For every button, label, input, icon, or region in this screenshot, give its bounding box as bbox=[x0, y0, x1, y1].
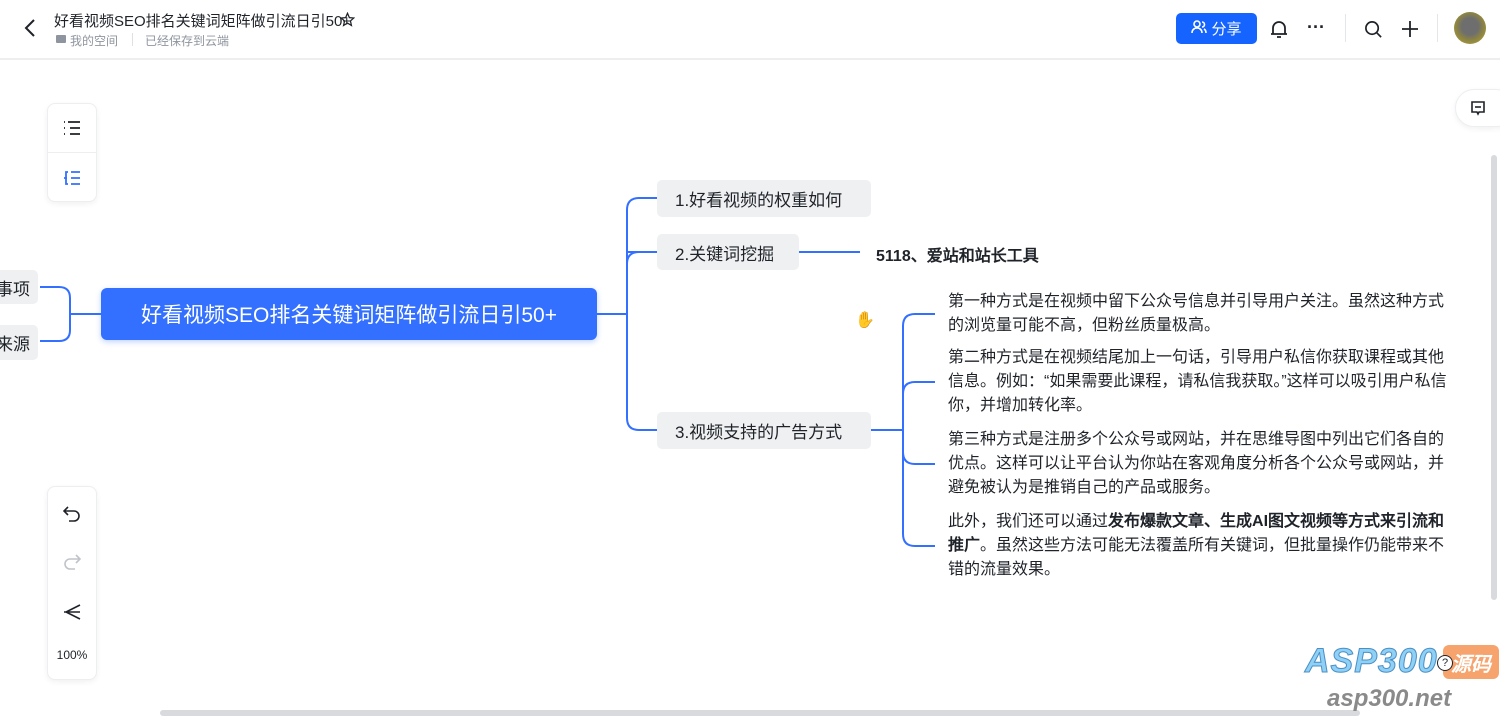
zoom-level[interactable]: 100% bbox=[56, 648, 88, 662]
left-node-2[interactable]: 来源 bbox=[0, 325, 38, 360]
bell-icon[interactable] bbox=[1268, 18, 1290, 40]
watermark-url: asp300.net bbox=[1327, 685, 1452, 712]
undo-icon[interactable] bbox=[48, 499, 96, 529]
branch-node-3[interactable]: 3.视频支持的广告方式 bbox=[657, 412, 871, 449]
watermark-tag: 源码 bbox=[1443, 645, 1499, 679]
vertical-scrollbar[interactable] bbox=[1491, 155, 1497, 600]
central-topic[interactable]: 好看视频SEO排名关键词矩阵做引流日引50+ bbox=[101, 288, 597, 340]
top-bar: 好看视频SEO排名关键词矩阵做引流日引50+ 我的空间 已经保存到云端 分享 ·… bbox=[0, 0, 1500, 60]
canvas-toolbar: 100% bbox=[47, 486, 97, 680]
horizontal-scrollbar[interactable] bbox=[160, 710, 1360, 716]
document-title[interactable]: 好看视频SEO排名关键词矩阵做引流日引50+ bbox=[54, 13, 352, 30]
mindmap-view-icon[interactable] bbox=[48, 153, 96, 202]
share-label: 分享 bbox=[1211, 21, 1242, 38]
search-icon[interactable] bbox=[1362, 18, 1384, 40]
help-icon[interactable]: ? bbox=[1437, 655, 1453, 671]
avatar[interactable] bbox=[1454, 12, 1486, 44]
save-status: 已经保存到云端 bbox=[145, 34, 230, 48]
divider bbox=[132, 33, 133, 46]
back-icon[interactable] bbox=[20, 16, 40, 40]
watermark-logo: ASP300 bbox=[1305, 642, 1438, 681]
text: 。虽然这些方法可能无法覆盖所有关键词，但批量操作仍能带来不错的流量效果。 bbox=[948, 537, 1445, 578]
users-icon bbox=[1191, 19, 1208, 38]
redo-icon[interactable] bbox=[48, 547, 96, 577]
share-button[interactable]: 分享 bbox=[1176, 13, 1257, 44]
folder-icon bbox=[56, 35, 66, 43]
outline-view-icon[interactable] bbox=[48, 104, 96, 153]
bold-text: 发布爆款文章、生成AI图文视频等方式来引流和推广 bbox=[948, 513, 1445, 554]
text: 此外，我们还可以通过 bbox=[948, 513, 1109, 530]
branch-node-1[interactable]: 1.好看视频的权重如何 bbox=[657, 180, 871, 217]
ad-method-2[interactable]: 第二种方式是在视频结尾加上一句话，引导用户私信你获取课程或其他信息。例如：“如果… bbox=[948, 349, 1447, 414]
keyword-tools-node[interactable]: 5118、爱站和站长工具 bbox=[876, 248, 1039, 265]
ad-method-3[interactable]: 第三种方式是注册多个公众号或网站，并在思维导图中列出它们各自的优点。这样可以让平… bbox=[948, 431, 1445, 496]
ad-method-1[interactable]: 第一种方式是在视频中留下公众号信息并引导用户关注。虽然这种方式的浏览量可能不高，… bbox=[948, 293, 1445, 334]
more-icon[interactable]: ··· bbox=[1307, 16, 1325, 37]
comment-button[interactable] bbox=[1455, 89, 1500, 127]
hand-cursor-icon: ✋ bbox=[855, 312, 875, 329]
ad-method-4[interactable]: 此外，我们还可以通过发布爆款文章、生成AI图文视频等方式来引流和推广。虽然这些方… bbox=[948, 510, 1454, 582]
node-label: 来源 bbox=[0, 335, 30, 354]
breadcrumb-space[interactable]: 我的空间 bbox=[70, 34, 119, 48]
view-switcher bbox=[47, 103, 97, 202]
node-label: 事项 bbox=[0, 279, 30, 299]
left-node-1[interactable]: 事项 bbox=[0, 270, 38, 304]
star-icon[interactable] bbox=[338, 10, 356, 28]
divider bbox=[1437, 14, 1438, 42]
layout-structure-icon[interactable] bbox=[48, 597, 96, 627]
comment-icon bbox=[1470, 100, 1486, 116]
divider bbox=[1345, 14, 1346, 42]
plus-icon[interactable] bbox=[1399, 18, 1421, 40]
branch-node-2[interactable]: 2.关键词挖掘 bbox=[657, 234, 799, 270]
